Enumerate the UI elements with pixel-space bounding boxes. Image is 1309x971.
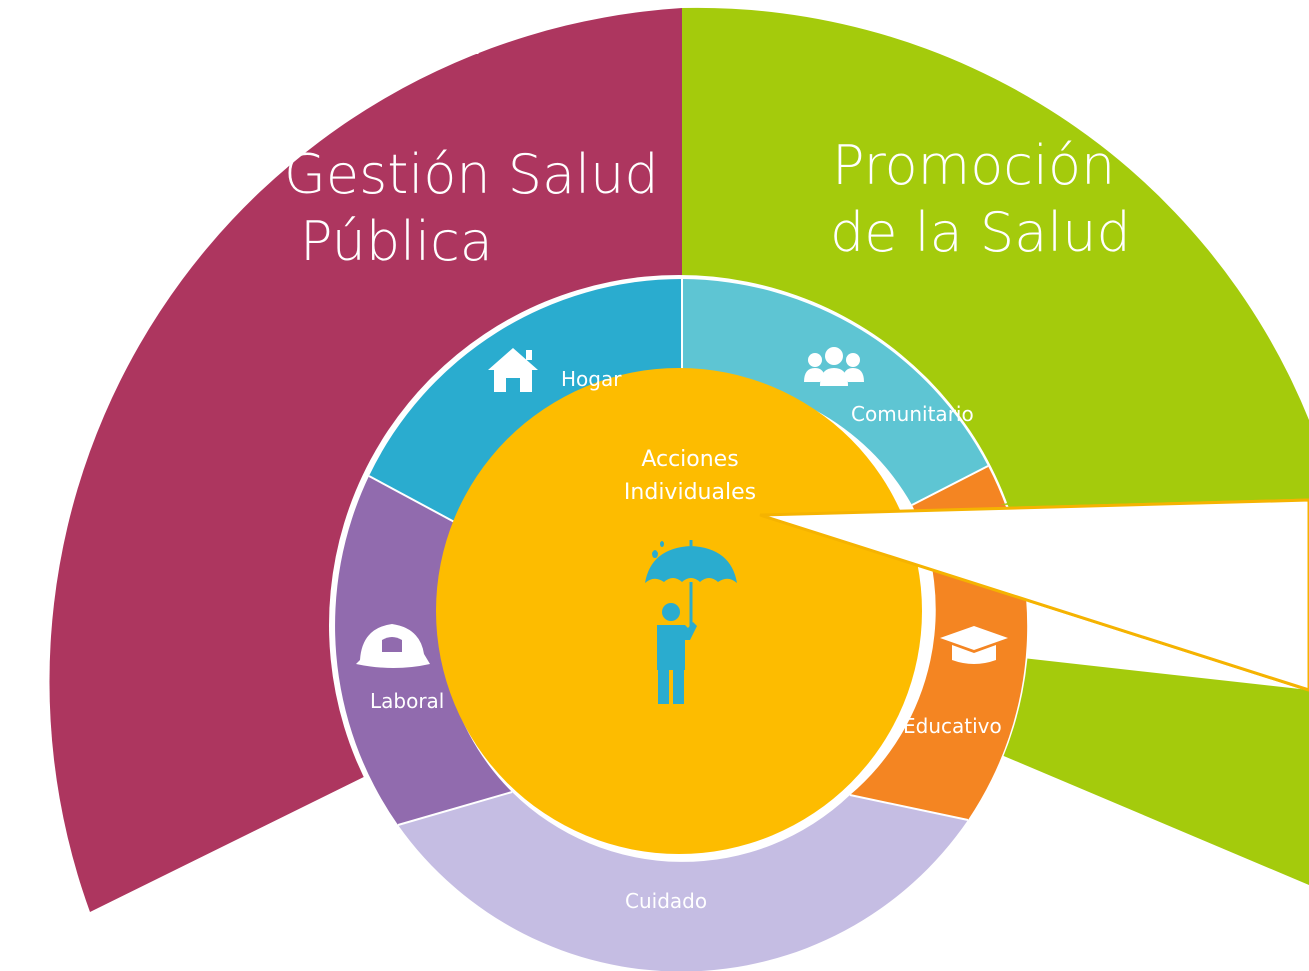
house-icon (488, 348, 538, 392)
ring-separators (368, 279, 989, 826)
gestion-label-line2: Pública (300, 210, 493, 273)
center-label-line2: Individuales (624, 480, 756, 505)
callout-pointer (759, 498, 1309, 692)
hard-hat-icon (356, 624, 430, 668)
person-umbrella-icon (645, 540, 737, 704)
ring-segment-cuidado (398, 792, 968, 971)
people-group-icon (804, 347, 864, 386)
gestion-label-line1: Gestión Salud (284, 143, 659, 206)
ring-label-hogar: Hogar (561, 367, 622, 391)
top-partial-text: ı, ı (420, 14, 482, 65)
center-label-line1: Acciones (641, 447, 738, 472)
ring-label-cuidado: Cuidado (625, 889, 707, 913)
promocion-label-line1: Promoción (832, 134, 1115, 197)
ring-segment-laboral (335, 476, 512, 825)
ring-label-comunitario: Comunitario (851, 402, 974, 426)
promocion-overlay (1000, 420, 1309, 505)
promocion-label-line2: de la Salud (830, 201, 1131, 264)
ring-segment-comunitario (682, 279, 988, 505)
ring-label-laboral: Laboral (370, 689, 444, 713)
graduation-cap-icon (940, 626, 1008, 664)
ring-segment-hogar (369, 279, 682, 525)
ring-label-educativo: Educativo (903, 714, 1002, 738)
